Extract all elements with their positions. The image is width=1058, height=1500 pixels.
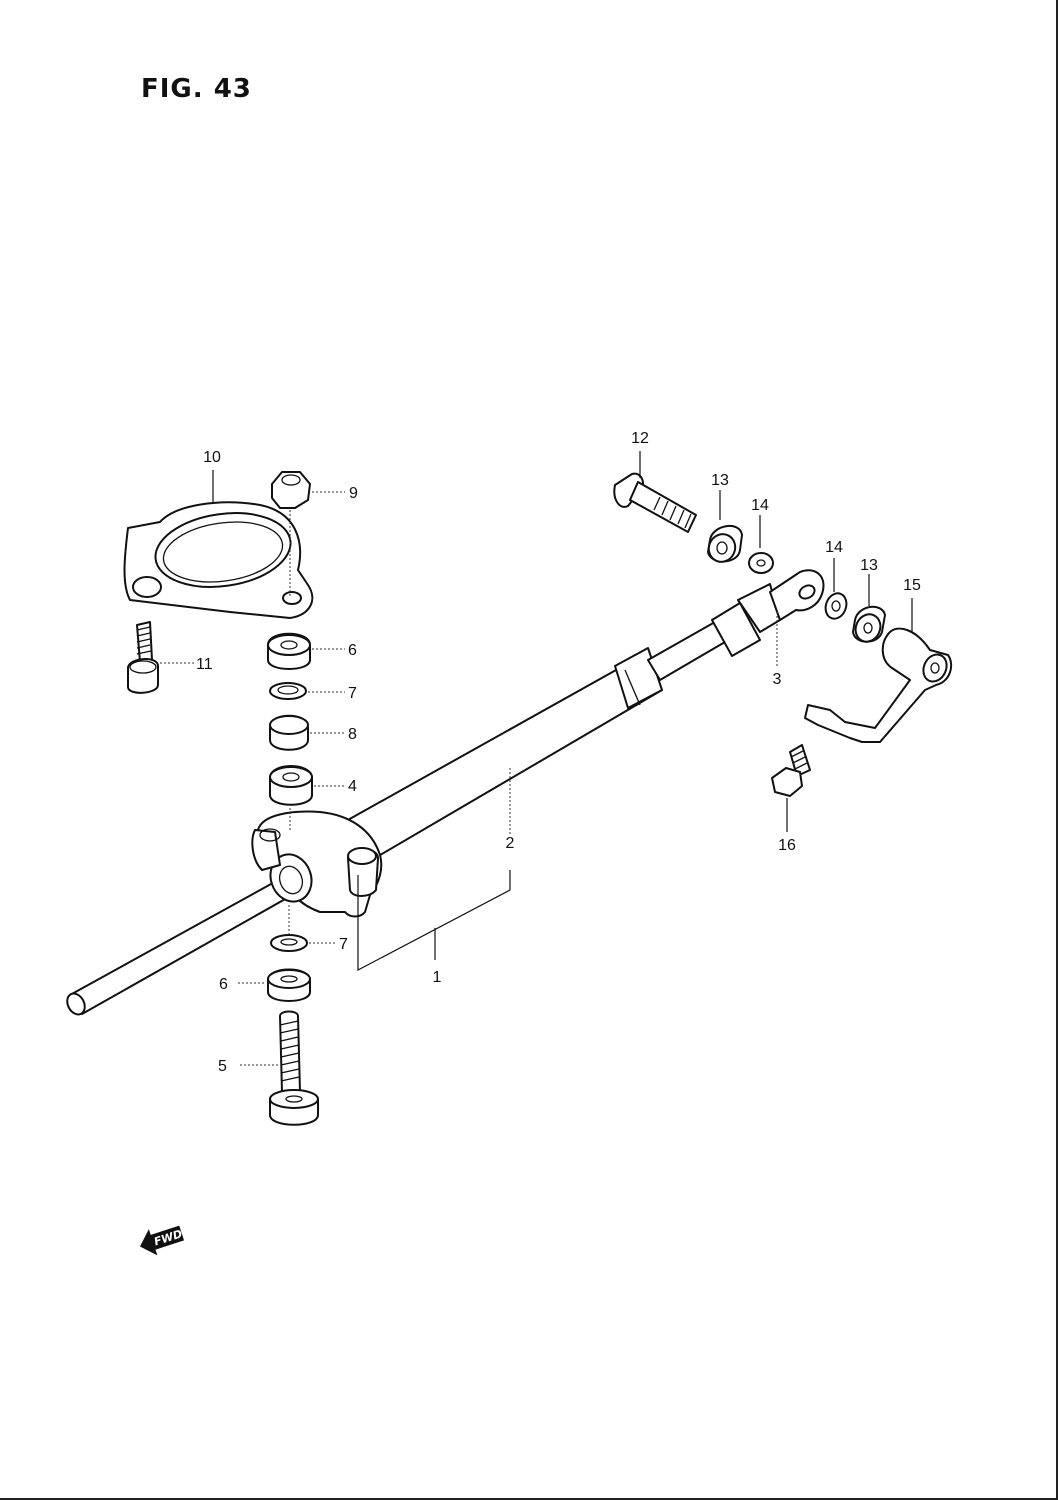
spacer-8: [269, 714, 345, 751]
washer-7-top: [269, 682, 345, 700]
callout-14-upper: 14: [751, 497, 769, 514]
bolt-12: [613, 451, 697, 533]
washer-6-bottom: [238, 968, 311, 1002]
figure-title: FIG. 43: [141, 74, 252, 104]
callout-7-bottom: 7: [339, 936, 348, 953]
callout-6-bottom: 6: [219, 976, 228, 993]
washer-13-upper: [707, 490, 743, 563]
damper-cylinder: [329, 664, 663, 859]
callout-13-lower: 13: [860, 557, 878, 574]
bracket-arm-15: [804, 598, 953, 743]
bolt-11: [127, 621, 194, 694]
callout-11: 11: [196, 656, 213, 673]
callout-13-upper: 13: [711, 472, 729, 489]
forward-arrow-icon: FWD: [139, 1225, 185, 1256]
callout-4: 4: [348, 778, 357, 795]
bolt-5: [240, 1010, 319, 1126]
callout-6-top: 6: [348, 642, 357, 659]
washer-6-top: [267, 632, 345, 670]
washer-7-bottom: [270, 905, 336, 952]
callout-1: 1: [433, 969, 442, 986]
callout-16: 16: [778, 837, 796, 854]
callout-12: 12: [631, 430, 649, 447]
callout-3: 3: [773, 671, 782, 688]
callout-15: 15: [903, 577, 921, 594]
washer-14-lower: [824, 558, 848, 620]
washer-14-upper: [748, 515, 774, 574]
callout-5: 5: [218, 1058, 227, 1075]
callout-8: 8: [348, 726, 357, 743]
bolt-16: [771, 744, 811, 832]
callout-7-top: 7: [348, 685, 357, 702]
frame-clamp: [123, 470, 314, 619]
washer-13-lower: [852, 574, 886, 643]
callout-2: 2: [506, 835, 515, 852]
damper-assembly: [66, 569, 825, 1016]
rod-end-eye: [769, 569, 825, 621]
rod-end-body: [711, 602, 761, 657]
damper-rod: [647, 621, 726, 681]
nut-9: [271, 471, 345, 598]
callout-9: 9: [349, 485, 358, 502]
callout-10: 10: [203, 449, 221, 466]
callout-14-lower: 14: [825, 539, 843, 556]
bushing-4: [269, 765, 345, 830]
